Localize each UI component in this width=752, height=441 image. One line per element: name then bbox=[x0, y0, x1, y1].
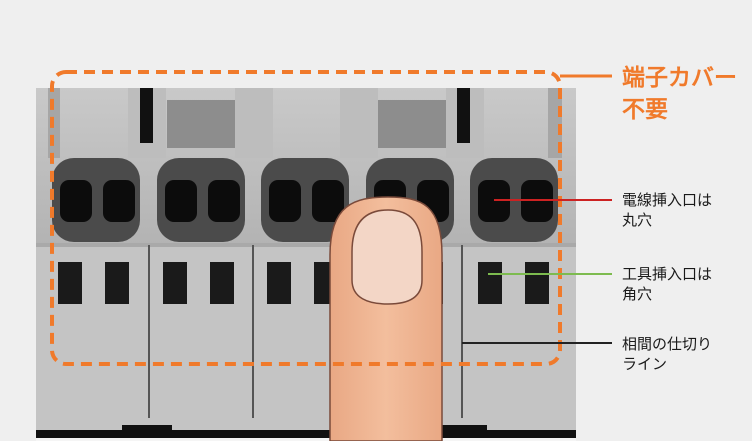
divider-label: 相間の仕切り ライン bbox=[622, 334, 712, 374]
top-recess bbox=[167, 100, 235, 148]
top-recess bbox=[378, 100, 446, 148]
base-highlight bbox=[36, 438, 576, 441]
square-hole bbox=[105, 262, 129, 304]
wire-port-pair bbox=[261, 158, 349, 242]
wire-port-pair bbox=[52, 158, 140, 242]
top-slit bbox=[140, 88, 153, 143]
square-hole bbox=[58, 262, 82, 304]
tool-port-label: 工具挿入口は 角穴 bbox=[622, 264, 712, 304]
base-foot bbox=[437, 425, 487, 435]
square-hole bbox=[267, 262, 291, 304]
tool-port-label-line2: 角穴 bbox=[622, 285, 653, 303]
top-slit bbox=[457, 88, 470, 143]
square-hole bbox=[478, 262, 502, 304]
square-hole bbox=[210, 262, 234, 304]
cover-callout-line1: 端子カバー bbox=[622, 65, 737, 91]
square-hole bbox=[163, 262, 187, 304]
wire-port-pair bbox=[157, 158, 245, 242]
wire-port-label-line2: 丸穴 bbox=[622, 211, 653, 229]
cover-callout-line2: 不要 bbox=[622, 97, 668, 123]
base-rail bbox=[36, 430, 576, 441]
divider-label-line1: 相間の仕切り bbox=[622, 335, 713, 353]
fingernail bbox=[351, 209, 423, 305]
round-hole bbox=[165, 180, 197, 222]
round-hole bbox=[208, 180, 240, 222]
round-hole bbox=[312, 180, 344, 222]
square-hole bbox=[525, 262, 549, 304]
round-hole bbox=[103, 180, 135, 222]
finger-illustration bbox=[329, 196, 443, 441]
section-seam bbox=[36, 243, 576, 247]
cover-outline bbox=[50, 70, 562, 366]
round-hole bbox=[269, 180, 301, 222]
wire-port-label-line1: 電線挿入口は bbox=[622, 191, 713, 209]
wire-port-label: 電線挿入口は 丸穴 bbox=[622, 190, 712, 230]
wire-ports bbox=[52, 158, 558, 242]
cover-callout: 端子カバー 不要 bbox=[622, 62, 737, 126]
divider-label-line2: ライン bbox=[622, 355, 668, 373]
tool-port-label-line1: 工具挿入口は bbox=[622, 265, 713, 283]
round-hole bbox=[60, 180, 92, 222]
base-foot bbox=[122, 425, 172, 435]
